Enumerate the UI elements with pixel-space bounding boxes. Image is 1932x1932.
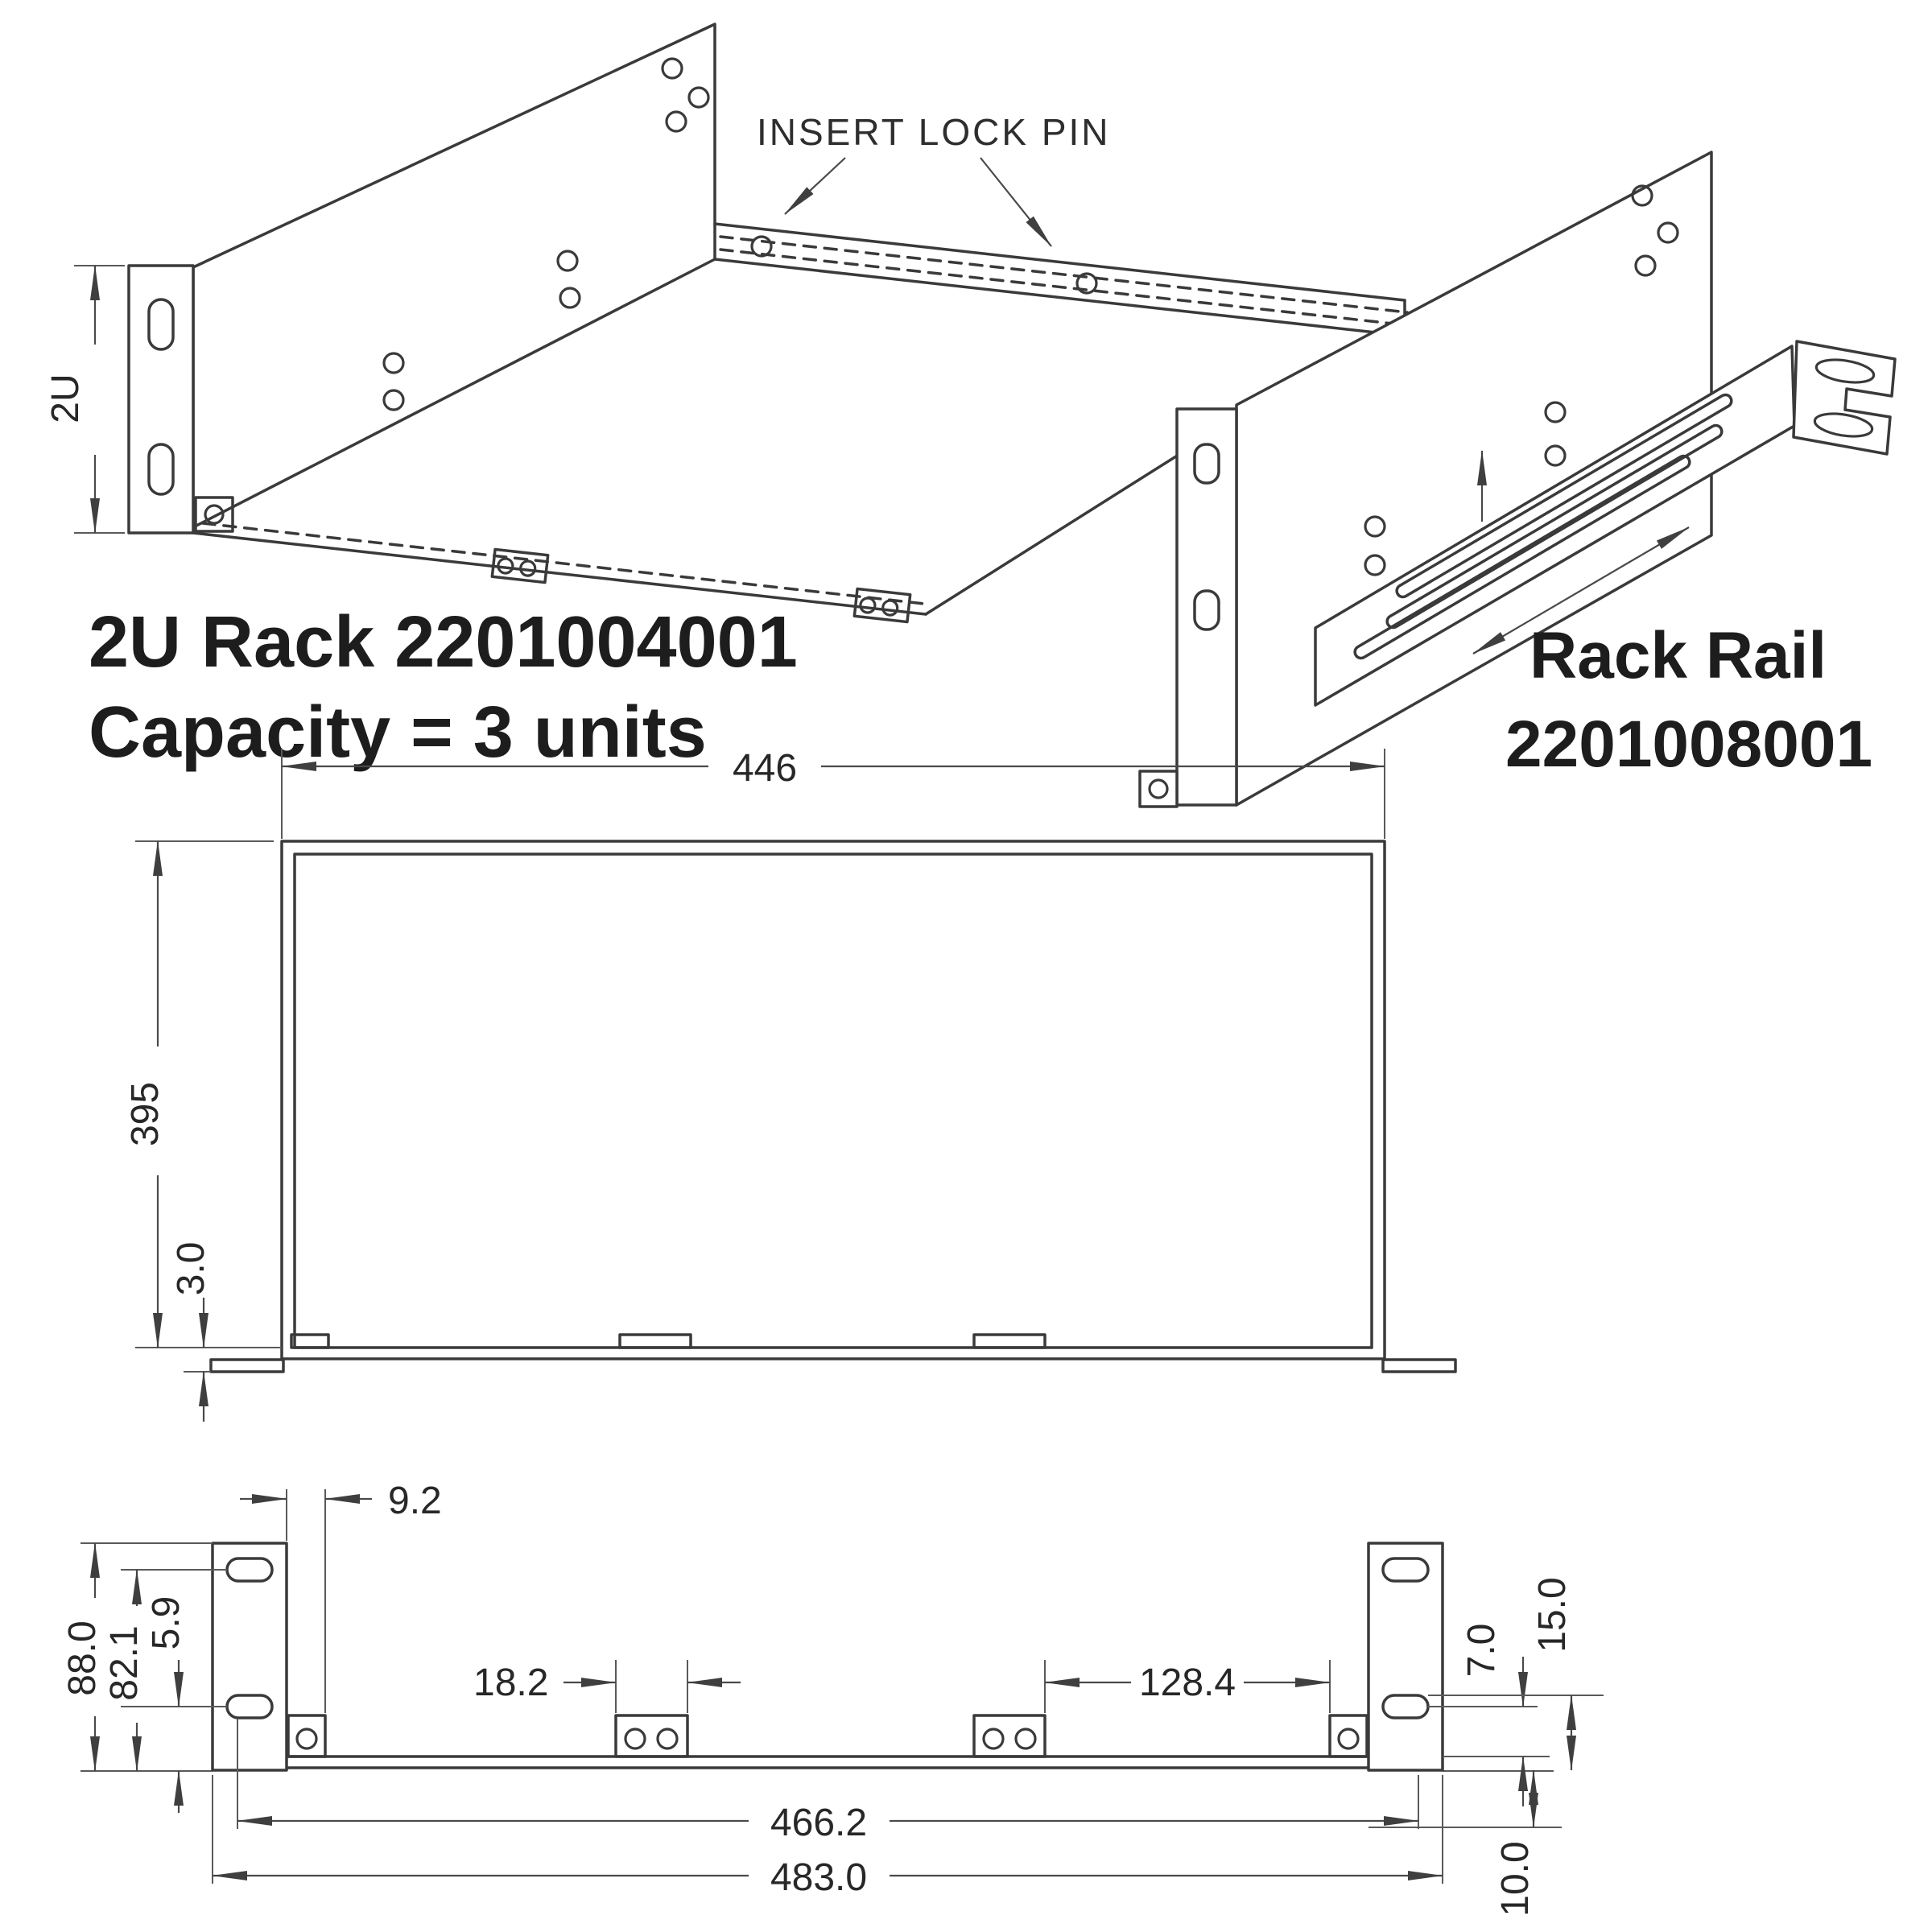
insert-lock-pin-label: INSERT LOCK PIN (757, 111, 1111, 153)
dim-3-0-label: 3.0 (170, 1242, 213, 1296)
lock-pin-hole-right (1075, 272, 1098, 295)
floor-tab-left (490, 547, 550, 584)
front-view-tab-3 (972, 1714, 1046, 1758)
dim-15-0-label: 15.0 (1531, 1577, 1574, 1652)
front-view-tab-4 (1328, 1714, 1368, 1758)
top-view-right-foot (1381, 1358, 1457, 1373)
dim-10-0-label: 10.0 (1494, 1841, 1537, 1916)
front-view-left-bracket (211, 1542, 288, 1772)
dim-9-2-label: 9.2 (388, 1480, 442, 1522)
rail-title-label: Rack Rail (1530, 619, 1827, 692)
front-view-tab-1 (287, 1714, 327, 1758)
dim-88-0: 88.0 (61, 1542, 213, 1772)
2u-dim-label: 2U (44, 374, 87, 423)
top-view-tab-1 (290, 1333, 330, 1349)
dim-7-0: 7.0 (1428, 1624, 1550, 1806)
dim-18-2: 18.2 (473, 1660, 741, 1713)
left-side-panel (192, 23, 716, 529)
dim-18-2-label: 18.2 (473, 1662, 548, 1704)
dim-5-9-label: 5.9 (145, 1596, 188, 1650)
dim-446-label: 446 (733, 747, 797, 790)
lock-pin-annotation: INSERT LOCK PIN (757, 111, 1111, 247)
rail-direction-arrow (1472, 526, 1690, 654)
dim-3-0: 3.0 (170, 1242, 213, 1422)
top-view-tab-2 (618, 1333, 692, 1349)
dim-395: 395 (124, 840, 282, 1348)
rack-rail (1314, 340, 1897, 707)
front-view-tab-2 (614, 1714, 689, 1758)
dim-15-0: 15.0 (1428, 1577, 1604, 1771)
left-mounting-ear (127, 264, 234, 535)
top-view-left-foot (209, 1358, 285, 1373)
dim-7-0-label: 7.0 (1460, 1624, 1503, 1678)
top-view-tray (209, 840, 1457, 1373)
dim-82-1-label: 82.1 (103, 1625, 146, 1700)
capacity-label: Capacity = 3 units (89, 692, 707, 773)
dim-5-9: 5.9 (121, 1596, 227, 1813)
dim-10-0: 10.0 (1368, 1769, 1562, 1917)
dim-82-1: 82.1 (103, 1569, 227, 1772)
floor-tab-right (852, 587, 912, 624)
rail-slot-1 (1395, 393, 1733, 599)
dim-88-0-label: 88.0 (61, 1620, 104, 1695)
front-view-base (80, 1755, 1554, 1772)
lock-pin-hole-left (750, 235, 773, 258)
rack-title-label: 2U Rack 2201004001 (89, 602, 798, 683)
dim-466-2: 466.2 (237, 1719, 1419, 1844)
rail-part-label: 2201008001 (1505, 708, 1872, 781)
right-mounting-ear (1138, 407, 1238, 808)
isometric-view: INSERT LOCK PIN 2U 2U Rack 2201004001 Ca… (44, 23, 1897, 808)
front-view: 9.2 88.0 82.1 5.9 18. (61, 1480, 1604, 1917)
top-view: 446 395 3.0 (124, 747, 1457, 1422)
dim-128-4: 128.4 (1044, 1660, 1331, 1713)
dim-2u: 2U (44, 265, 125, 534)
dim-9-2: 9.2 (240, 1480, 442, 1713)
dim-395-label: 395 (124, 1082, 167, 1146)
lock-pin-bar (713, 222, 1409, 337)
dim-466-2-label: 466.2 (770, 1802, 867, 1844)
dim-483-0-label: 483.0 (770, 1856, 867, 1899)
dim-446: 446 (281, 747, 1385, 839)
rail-end-flange (1792, 340, 1897, 456)
dim-128-4-label: 128.4 (1139, 1662, 1236, 1704)
top-view-tab-3 (972, 1333, 1046, 1349)
dim-483-0: 483.0 (212, 1775, 1443, 1899)
front-view-right-bracket (1367, 1542, 1444, 1772)
